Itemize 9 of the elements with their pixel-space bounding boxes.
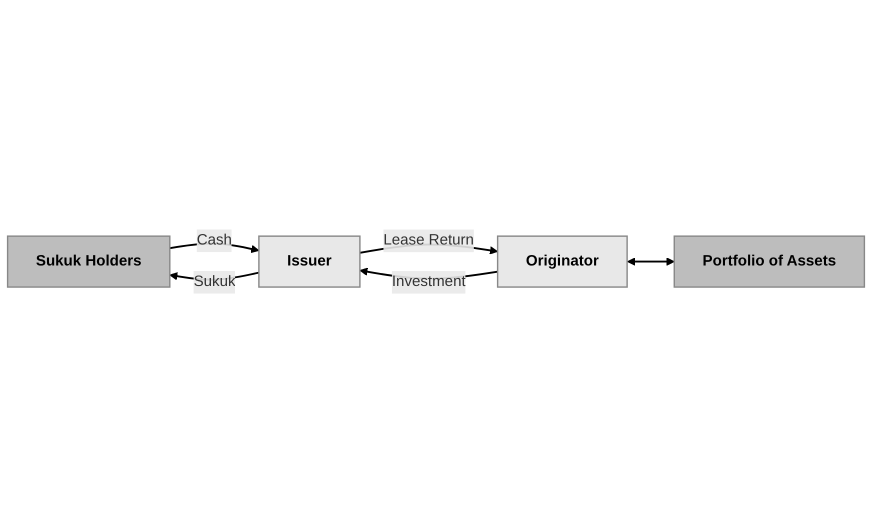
node-box: Sukuk Holders [6,236,171,288]
arrow [627,258,675,266]
edge-label: Cash [196,232,232,249]
node-box: Portfolio of Assets [674,236,866,288]
edge-label: Lease Return [383,232,474,249]
node-box: Originator [496,236,628,288]
edge-label: Sukuk [194,274,236,290]
node-box: Issuer [258,236,361,288]
edge-label: Investment [392,274,466,290]
